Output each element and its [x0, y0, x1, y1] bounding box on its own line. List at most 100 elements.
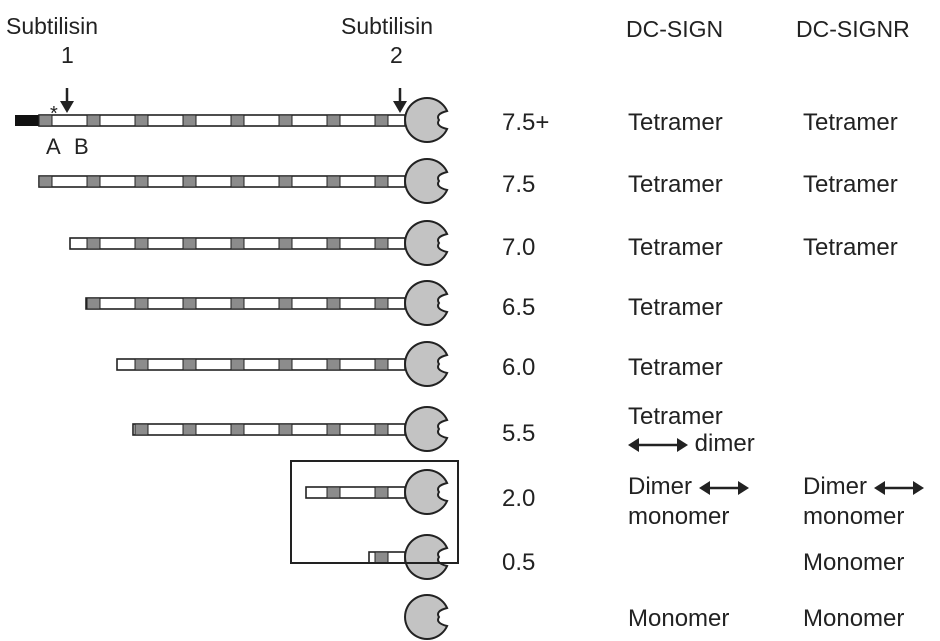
- cleavage-number-1: 1: [61, 42, 74, 68]
- repeat-hinge-block: [86, 237, 101, 250]
- neck-stalk: [305, 486, 406, 499]
- carbohydrate-recognition-domain: [404, 280, 449, 326]
- repeat-hinge-block: [326, 297, 341, 310]
- repeat-hinge-block: [278, 358, 293, 371]
- dc-sign-state-row-7-line-2: monomer: [628, 503, 730, 530]
- repeat-count-row-4: 6.5: [502, 294, 536, 321]
- repeat-count-row-7: 2.0: [502, 485, 536, 512]
- equilibrium-arrow-icon: [698, 480, 749, 495]
- repeat-hinge-block: [326, 423, 341, 436]
- repeat-hinge-block: [134, 175, 149, 188]
- repeat-hinge-block: [374, 551, 389, 564]
- header-dc-sign: DC-SIGN: [626, 16, 724, 42]
- repeat-count-row-1: 7.5+: [502, 109, 550, 136]
- repeat-count-row-5: 6.0: [502, 354, 536, 381]
- carbohydrate-recognition-domain: [404, 158, 449, 204]
- repeat-hinge-block: [326, 237, 341, 250]
- dc-sign-state-row-6-line-2: dimer: [628, 431, 755, 457]
- repeat-count-row-6: 5.5: [502, 420, 536, 447]
- repeat-hinge-block: [374, 358, 389, 371]
- repeat-label-b: B: [74, 134, 89, 159]
- dc-sign-state-row-9: Monomer: [628, 605, 730, 632]
- repeat-hinge-block: [374, 237, 389, 250]
- repeat-hinge-block: [86, 175, 101, 188]
- dc-signr-state-row-7-line-2: monomer: [803, 503, 905, 530]
- repeat-hinge-block: [86, 114, 101, 127]
- cleavage-number-2: 2: [390, 42, 403, 68]
- repeat-hinge-block: [374, 297, 389, 310]
- neck-stalk: [116, 358, 406, 371]
- header-dc-signr: DC-SIGNR: [796, 16, 910, 42]
- dc-sign-state-row-7-line-1: Dimer: [628, 474, 749, 500]
- repeat-hinge-block: [278, 114, 293, 127]
- dc-sign-dimer-label: dimer: [694, 430, 755, 457]
- dc-sign-state-row-1: Tetramer: [628, 109, 723, 136]
- repeat-hinge-block: [374, 114, 389, 127]
- neck-stalk: [85, 297, 406, 310]
- dc-signr-state-row-3: Tetramer: [803, 234, 898, 261]
- dc-sign-state-row-2: Tetramer: [628, 171, 723, 198]
- dc-signr-state-row-8: Monomer: [803, 549, 905, 576]
- repeat-hinge-block: [278, 237, 293, 250]
- repeat-hinge-block: [134, 114, 149, 127]
- dc-sign-state-row-3: Tetramer: [628, 234, 723, 261]
- cytoplasmic-tail: [15, 115, 39, 126]
- repeat-label-a: A: [46, 134, 61, 159]
- repeat-hinge-block: [326, 114, 341, 127]
- highlight-box: [290, 460, 459, 564]
- dc-sign-state-row-5: Tetramer: [628, 354, 723, 381]
- dc-sign-state-row-4: Tetramer: [628, 294, 723, 321]
- repeat-hinge-block: [86, 297, 101, 310]
- cleavage-arrow-1: [60, 88, 74, 113]
- repeat-hinge-block: [278, 423, 293, 436]
- repeat-hinge-block: [182, 114, 197, 127]
- neck-stalk: [132, 423, 406, 436]
- repeat-hinge-block: [134, 237, 149, 250]
- repeat-hinge-block: [278, 297, 293, 310]
- carbohydrate-recognition-domain: [404, 97, 449, 143]
- repeat-count-row-2: 7.5: [502, 171, 536, 198]
- repeat-hinge-block: [182, 175, 197, 188]
- repeat-hinge-block: [38, 114, 53, 127]
- repeat-hinge-block: [374, 423, 389, 436]
- carbohydrate-recognition-domain: [404, 220, 449, 266]
- cleavage-enzyme-label-2: Subtilisin: [341, 13, 434, 39]
- repeat-hinge-block: [182, 358, 197, 371]
- repeat-hinge-block: [182, 237, 197, 250]
- repeat-count-row-8: 0.5: [502, 549, 536, 576]
- repeat-hinge-block: [134, 297, 149, 310]
- repeat-hinge-block: [326, 358, 341, 371]
- carbohydrate-recognition-domain: [404, 469, 449, 515]
- carbohydrate-recognition-domain: [404, 406, 449, 452]
- repeat-hinge-block: [38, 175, 53, 188]
- repeat-hinge-block: [326, 175, 341, 188]
- dc-signr-state-row-7-line-1: Dimer: [803, 474, 924, 500]
- equilibrium-arrow-icon: [873, 480, 924, 495]
- carbohydrate-recognition-domain: [404, 534, 449, 580]
- repeat-count-row-3: 7.0: [502, 234, 536, 261]
- cleavage-enzyme-label-1: Subtilisin: [6, 13, 99, 39]
- dc-sign-state-row-6-line-1: Tetramer: [628, 403, 723, 430]
- cleavage-arrow-2: [393, 88, 407, 113]
- dc-signr-dimer-row-7: Dimer: [803, 473, 867, 500]
- repeat-hinge-block: [326, 486, 341, 499]
- repeat-hinge-block: [182, 297, 197, 310]
- carbohydrate-recognition-domain: [404, 594, 449, 640]
- repeat-hinge-block: [134, 358, 149, 371]
- dc-signr-state-row-9: Monomer: [803, 605, 905, 632]
- dc-signr-state-row-1: Tetramer: [803, 109, 898, 136]
- repeat-hinge-block: [230, 175, 245, 188]
- repeat-hinge-block: [374, 486, 389, 499]
- star-marker: *: [50, 103, 58, 125]
- repeat-hinge-block: [230, 297, 245, 310]
- repeat-hinge-block: [230, 358, 245, 371]
- dc-sign-dimer-row-7: Dimer: [628, 473, 692, 500]
- carbohydrate-recognition-domain: [404, 341, 449, 387]
- repeat-hinge-block: [230, 114, 245, 127]
- dc-signr-state-row-2: Tetramer: [803, 171, 898, 198]
- repeat-hinge-block: [230, 423, 245, 436]
- repeat-hinge-block: [230, 237, 245, 250]
- repeat-hinge-block: [182, 423, 197, 436]
- repeat-hinge-block: [278, 175, 293, 188]
